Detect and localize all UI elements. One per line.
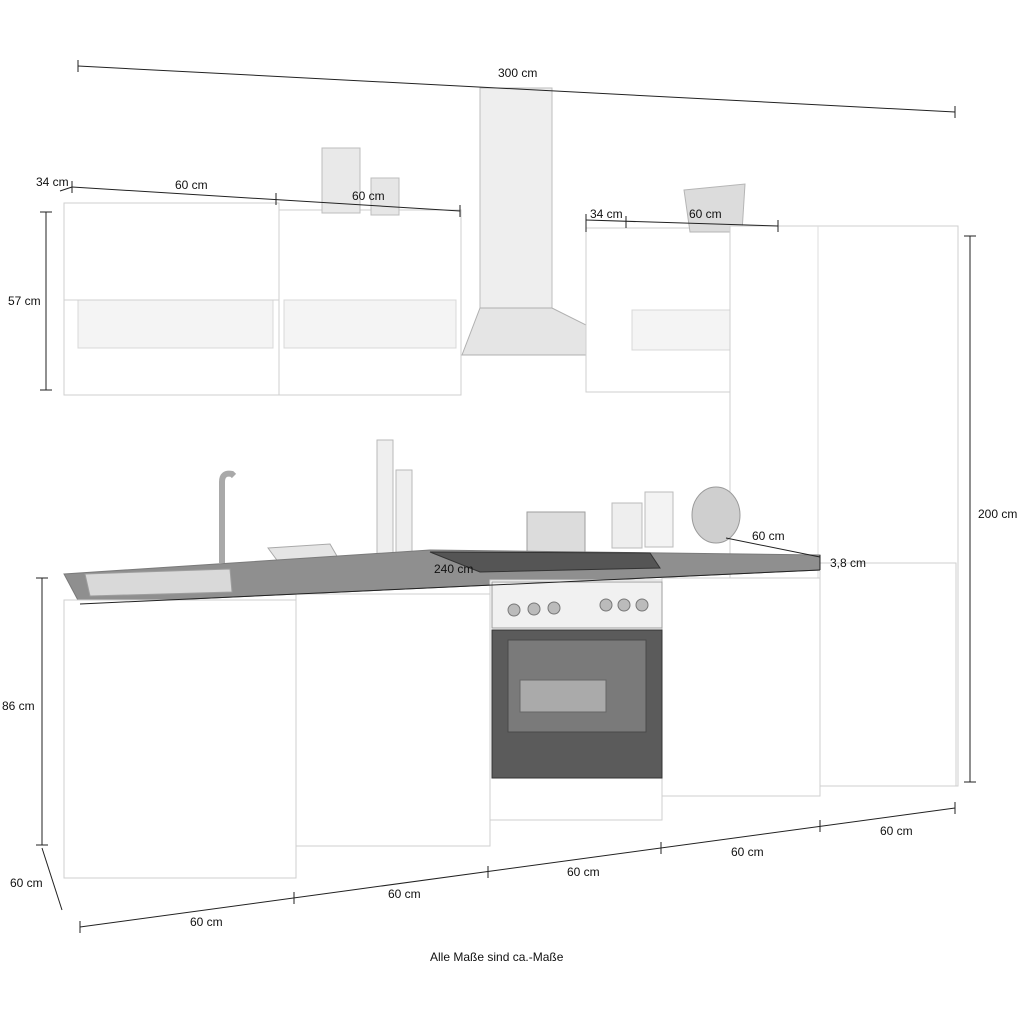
wall-cabinet-1-glass: [77, 299, 274, 349]
base-cabinet-1: [63, 599, 297, 879]
base-cabinet-5: [819, 562, 957, 787]
label-base-width-2: 60 cm: [388, 887, 421, 901]
oven-knob: [547, 601, 561, 615]
base-cabinet-2: [295, 593, 491, 847]
oven-knob: [527, 602, 541, 616]
label-base-height: 86 cm: [2, 699, 35, 713]
sink: [84, 568, 233, 597]
faucet: [219, 470, 237, 563]
canisters-decor: [321, 147, 400, 216]
label-wall-height: 57 cm: [8, 294, 41, 308]
label-total-width: 300 cm: [498, 66, 537, 80]
wall-cabinet-left-group: [63, 202, 462, 396]
label-base-width-3: 60 cm: [567, 865, 600, 879]
base-cabinet-4: [661, 577, 821, 797]
label-wall-depth: 34 cm: [36, 175, 69, 189]
footnote: Alle Maße sind ca.-Maße: [430, 950, 564, 964]
wall-cabinet-1: [63, 202, 280, 396]
label-wall-mid-width: 60 cm: [352, 189, 385, 203]
pepper-mill-1: [376, 439, 394, 566]
label-wall-right-depth: 34 cm: [590, 207, 623, 221]
wall-cabinet-2-glass: [283, 299, 457, 349]
oven-control-panel: [491, 581, 663, 629]
oven: [491, 581, 663, 779]
dimension-labels: 300 cm 34 cm 60 cm 60 cm 57 cm 34 cm 60 …: [2, 66, 1017, 929]
worktop-group: [63, 549, 821, 605]
kettle: [691, 486, 741, 544]
label-base-width-1: 60 cm: [190, 915, 223, 929]
oven-knob: [599, 598, 613, 612]
canister-small: [370, 177, 400, 216]
label-worktop-thickness: 3,8 cm: [830, 556, 866, 570]
pot: [526, 511, 586, 553]
baking-tray: [519, 679, 607, 713]
dimension-lines: [36, 60, 976, 933]
oven-knob: [635, 598, 649, 612]
label-tall-height: 200 cm: [978, 507, 1017, 521]
label-wall-right-width: 60 cm: [689, 207, 722, 221]
jar-2: [644, 491, 674, 548]
label-wall-left-width: 60 cm: [175, 178, 208, 192]
oven-knob: [507, 603, 521, 617]
canister-large: [321, 147, 361, 214]
oven-knob: [617, 598, 631, 612]
label-base-depth: 60 cm: [10, 876, 43, 890]
label-base-width-4: 60 cm: [731, 845, 764, 859]
hood-chimney: [479, 87, 553, 314]
jar-1: [611, 502, 643, 549]
label-base-width-5: 60 cm: [880, 824, 913, 838]
label-worktop-depth: 60 cm: [752, 529, 785, 543]
cooktop: [429, 551, 661, 573]
label-worktop-length: 240 cm: [434, 562, 473, 576]
